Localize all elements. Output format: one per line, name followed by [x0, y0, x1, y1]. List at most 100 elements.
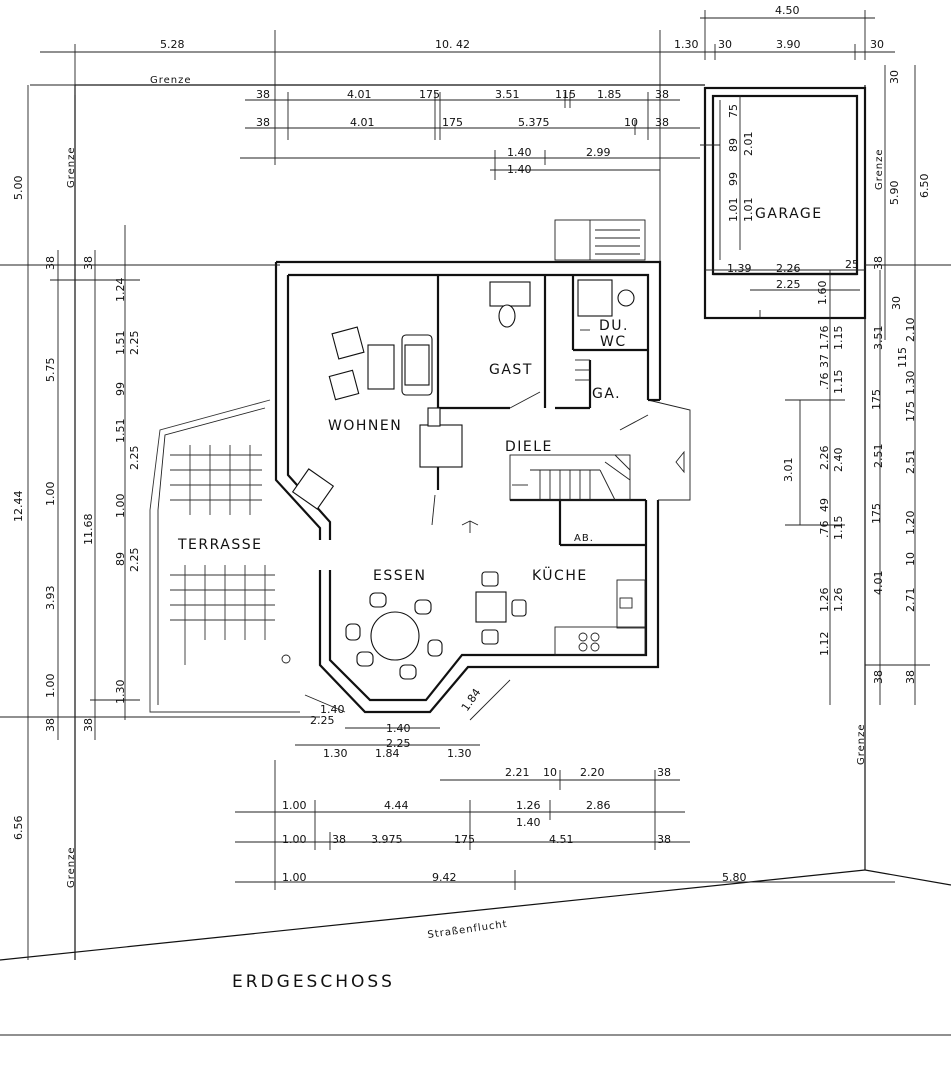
dim-left-124: 1.24 [114, 278, 127, 303]
right-dimension-lines [785, 264, 951, 705]
room-label-diele: DIELE [505, 439, 553, 455]
dim-right-175: 175 [870, 389, 883, 410]
dim-bottom-140a: 1.40 [320, 703, 345, 716]
staircase [509, 454, 631, 501]
dim-garage-101a: 1.01 [727, 198, 740, 223]
dim-right-120: 1.20 [904, 511, 917, 536]
dim-r3-140: 1.40 [507, 146, 532, 159]
dim-right-38a: 38 [872, 256, 885, 270]
dim-right-38b: 38 [872, 670, 885, 684]
dim-top-390: 3.90 [776, 38, 801, 51]
living-room-furniture [291, 326, 463, 510]
dim-top-450: 4.50 [775, 4, 800, 17]
dim-garage-139: 1.39 [727, 262, 752, 275]
dim-r2-5375: 5.375 [518, 116, 550, 129]
dim-right-175b: 175 [904, 401, 917, 422]
dim-right-210: 2.10 [904, 318, 917, 343]
dim-left-393: 3.93 [44, 586, 57, 611]
dim-r1-115: 115 [555, 88, 576, 101]
bathroom-fixtures [489, 279, 635, 381]
dim-r1-38b: 38 [655, 88, 669, 101]
dim-bottom-220: 2.20 [580, 766, 605, 779]
dim-left-225a: 2.25 [128, 331, 141, 356]
dim-bottom-126: 1.26 [516, 799, 541, 812]
boundary-label-left-lower: Grenze [66, 846, 77, 888]
dim-r2-38: 38 [256, 116, 270, 129]
dim-bottom-286: 2.86 [586, 799, 611, 812]
room-label-gast: GAST [489, 362, 533, 378]
dim-r4-140: 1.40 [507, 163, 532, 176]
dim-right-175c: 175 [870, 503, 883, 524]
dim-right-115a: 1.15 [832, 326, 845, 351]
dim-r2-175: 175 [442, 116, 463, 129]
dim-garage-99: 99 [727, 172, 740, 186]
dim-left-575: 5.75 [44, 358, 57, 383]
dim-left-100a: 1.00 [44, 482, 57, 507]
kitchen-furniture [475, 571, 646, 656]
dim-right-115c: 1.15 [832, 516, 845, 541]
dim-bottom-38b: 38 [332, 833, 346, 846]
dim-left-38d: 38 [82, 718, 95, 732]
boundary-label-left: Grenze [66, 146, 77, 188]
dim-r1-401: 4.01 [347, 88, 372, 101]
dim-left-1244: 12.44 [12, 491, 25, 523]
dim-garage-160: 1.60 [816, 281, 829, 306]
room-label-essen: ESSEN [373, 568, 426, 584]
boundary-label-right-lower: Grenze [856, 723, 867, 765]
dim-left-100c: 1.00 [44, 674, 57, 699]
room-label-wohnen: WOHNEN [328, 418, 402, 434]
dim-left-225c: 2.25 [128, 548, 141, 573]
dim-r2-38b: 38 [655, 116, 669, 129]
dim-right-301: 3.01 [782, 458, 795, 483]
dim-right-126a: 1.26 [818, 588, 831, 613]
dim-bottom-451: 4.51 [549, 833, 574, 846]
terrace [149, 399, 300, 713]
dim-bottom-100c: 1.00 [282, 871, 307, 884]
dim-garage-75: 75 [727, 104, 740, 118]
room-label-wc: WC [600, 334, 627, 350]
room-label-ga: GA. [592, 386, 621, 402]
dim-bottom-175: 175 [454, 833, 475, 846]
room-label-terrasse: TERRASSE [177, 537, 262, 553]
plan-title: ERDGESCHOSS [232, 972, 395, 992]
dim-bottom-100a: 1.00 [282, 799, 307, 812]
dim-right-38c: 38 [904, 670, 917, 684]
dim-right-271: 2.71 [904, 588, 917, 613]
dim-garage-650: 6.50 [918, 174, 931, 199]
dim-right-176a: 1.76 [818, 326, 831, 351]
dim-garage-89: 89 [727, 138, 740, 152]
dim-garage-590: 5.90 [888, 181, 901, 206]
dim-right-112: 1.12 [818, 632, 831, 657]
dim-right-49: 49 [818, 498, 831, 512]
top-dimension-lines [40, 10, 895, 265]
dim-right-251a: 2.51 [872, 444, 885, 469]
dim-left-151b: 1.51 [114, 419, 127, 444]
dim-garage-225: 2.25 [776, 278, 801, 291]
dim-right-226: 2.26 [818, 446, 831, 471]
dim-bottom-225b: 2.25 [386, 737, 411, 750]
dim-bottom-10: 10 [543, 766, 557, 779]
dim-top-30a: 30 [718, 38, 732, 51]
dim-right-115: 115 [896, 347, 909, 368]
dim-bottom-38c: 38 [657, 833, 671, 846]
boundary-label-right: Grenze [874, 148, 885, 190]
boundary-label-top: Grenze [150, 75, 192, 86]
dim-right-240: 2.40 [832, 448, 845, 473]
room-label-kueche: KÜCHE [532, 566, 588, 584]
dim-right-126b: 1.26 [832, 588, 845, 613]
dim-bottom-184b: 1.84 [375, 747, 400, 760]
property-boundary [0, 84, 951, 1036]
dim-top-30b: 30 [870, 38, 884, 51]
street-line-label: Straßenflucht [427, 919, 508, 941]
dim-bottom-580: 5.80 [722, 871, 747, 884]
dim-garage-30: 30 [888, 70, 901, 84]
dim-left-38c: 38 [44, 718, 57, 732]
room-label-du: DU. [599, 318, 629, 334]
dining-furniture [345, 520, 479, 680]
dim-garage-226: 2.26 [776, 262, 801, 275]
dim-top-1042: 10. 42 [435, 38, 470, 51]
dim-right-401: 4.01 [872, 571, 885, 596]
dim-left-151a: 1.51 [114, 331, 127, 356]
dim-bottom-130b: 1.30 [447, 747, 472, 760]
